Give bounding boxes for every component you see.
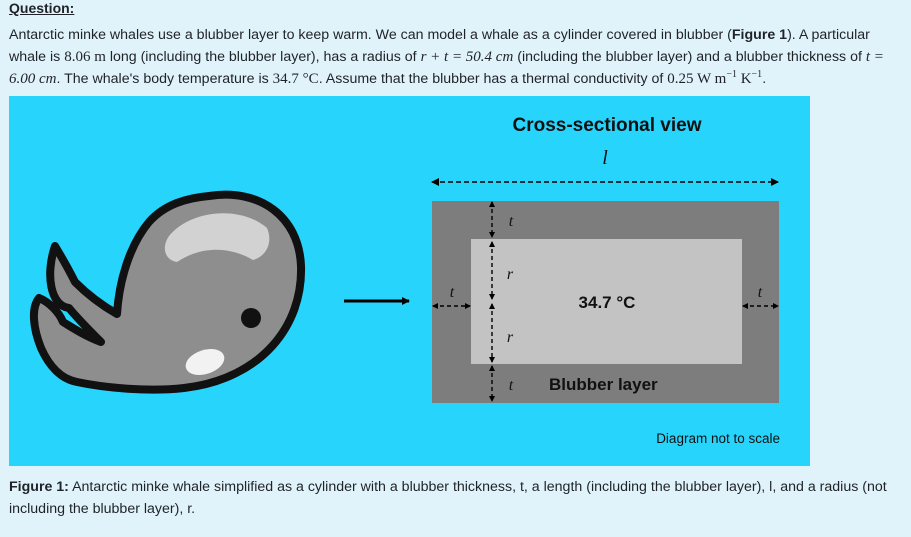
diagram-title: Cross-sectional view	[512, 115, 701, 136]
figure-panel: Cross-sectional view l t r r t t t 34.7 …	[9, 96, 810, 466]
length-symbol: l	[602, 147, 608, 169]
cross-section-diagram: Cross-sectional view l t r r t t t 34.7 …	[30, 115, 780, 446]
question-text-part: . The whale's body temperature is	[56, 71, 273, 87]
radius-expression: r + t = 50.4 cm	[420, 49, 514, 65]
temperature-value: 34.7 °C	[272, 71, 319, 87]
thickness-expression: t = 6.00 cm	[9, 49, 884, 87]
whale-highlight	[164, 213, 270, 262]
blubber-layer-label: Blubber layer	[549, 375, 658, 394]
question-text-part: (including the blubber layer) and a blub…	[513, 49, 866, 65]
whale-illustration	[30, 190, 306, 394]
whale-eye	[241, 308, 261, 328]
figure-reference: Figure 1	[731, 27, 788, 43]
question-heading: Question:	[9, 0, 75, 16]
figure-caption: Figure 1: Antarctic minke whale simplifi…	[9, 476, 904, 520]
radius-label-lower: r	[507, 329, 514, 346]
whale-mouth-spot	[185, 349, 225, 375]
question-text-part: Antarctic minke whales use a blubber lay…	[9, 27, 732, 43]
question-text-part: long (including the blubber layer), has …	[105, 49, 421, 65]
conductivity-value: 0.25 W m−1 K−1	[667, 69, 763, 88]
thickness-label-bottom: t	[509, 377, 514, 394]
question-text-part: .	[762, 71, 767, 87]
scale-note: Diagram not to scale	[656, 431, 780, 446]
question-text-part: . Assume that the blubber has a thermal …	[318, 71, 668, 87]
length-value: 8.06 m	[64, 49, 106, 65]
radius-label-upper: r	[507, 266, 514, 283]
caption-label: Figure 1:	[9, 479, 69, 495]
thickness-label-top: t	[509, 213, 514, 230]
question-text: Antarctic minke whales use a blubber lay…	[9, 24, 904, 90]
thickness-label-left: t	[450, 284, 455, 301]
thickness-label-right: t	[758, 284, 763, 301]
caption-text: Antarctic minke whale simplified as a cy…	[9, 479, 887, 517]
question-text-part: ). A particular whale is	[9, 27, 870, 65]
whale-interior	[471, 239, 742, 364]
inner-temperature-label: 34.7 °C	[579, 293, 636, 312]
